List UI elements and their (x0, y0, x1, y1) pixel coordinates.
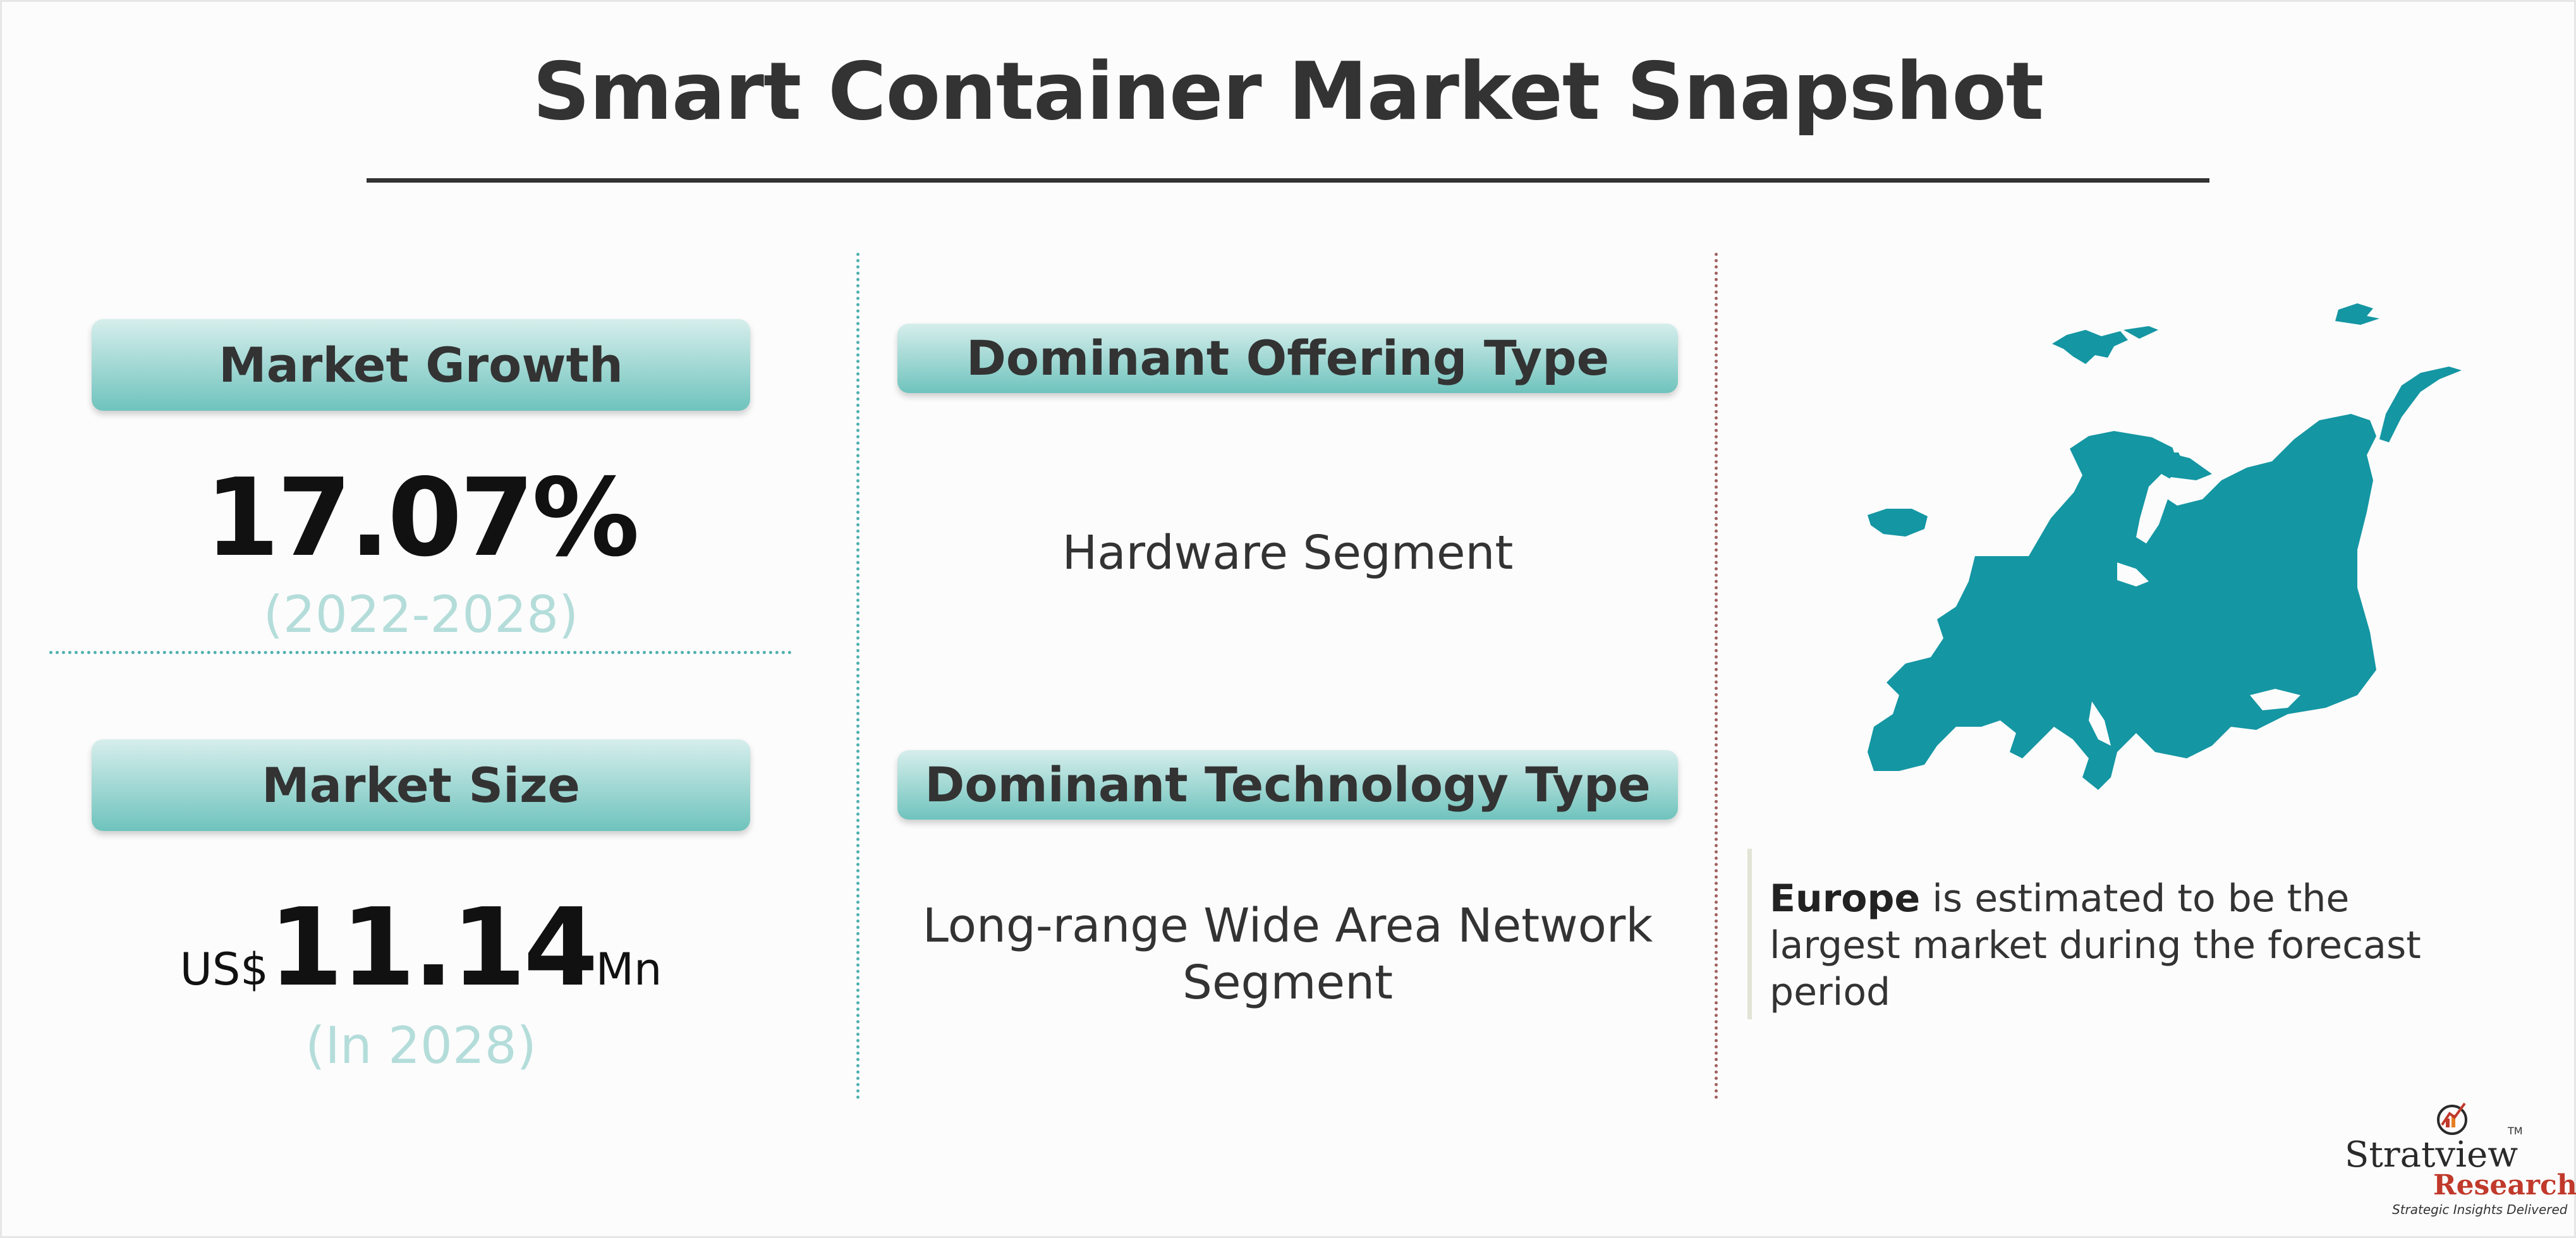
dominant-offering-label: Dominant Offering Type (897, 324, 1678, 393)
market-size-year: (In 2028) (305, 1016, 537, 1075)
page-title: Smart Container Market Snapshot (532, 45, 2044, 138)
logo-subbrand: Research (2433, 1169, 2576, 1201)
market-growth-period: (2022-2028) (263, 585, 579, 644)
dominant-offering-value: Hardware Segment (1062, 526, 1514, 580)
market-size-label: Market Size (92, 739, 750, 831)
market-size-value-row: US$11.14Mn (92, 885, 750, 1011)
market-size-currency: US$ (179, 944, 269, 995)
title-underline (367, 178, 2209, 183)
logo-brand: Stratview (2345, 1134, 2518, 1175)
market-growth-label: Market Growth (92, 319, 750, 411)
note-accent-bar (1747, 849, 1752, 1019)
logo-trademark: TM (2508, 1125, 2523, 1137)
column-divider-right (1715, 253, 1718, 1100)
stratview-emblem-icon (2437, 1102, 2467, 1135)
market-size-value: 11.14 (268, 885, 598, 1010)
logo-tagline: Strategic Insights Delivered (2392, 1202, 2568, 1217)
stratview-logo: Stratview TM Research Strategic Insights… (2338, 1100, 2576, 1220)
europe-map-icon (1868, 303, 2462, 790)
dominant-technology-value: Long-range Wide Area Network Segment (922, 899, 1653, 1010)
market-growth-value: 17.07% (204, 456, 640, 581)
region-text: is estimated to be the largest market du… (1770, 877, 2421, 1014)
dominant-technology-label: Dominant Technology Type (897, 750, 1678, 820)
column-divider-left (856, 253, 860, 1100)
section-divider (49, 651, 792, 654)
region-note: Europe is estimated to be the largest ma… (1770, 875, 2484, 1016)
region-name: Europe (1770, 877, 1921, 921)
market-size-unit: Mn (595, 944, 662, 995)
